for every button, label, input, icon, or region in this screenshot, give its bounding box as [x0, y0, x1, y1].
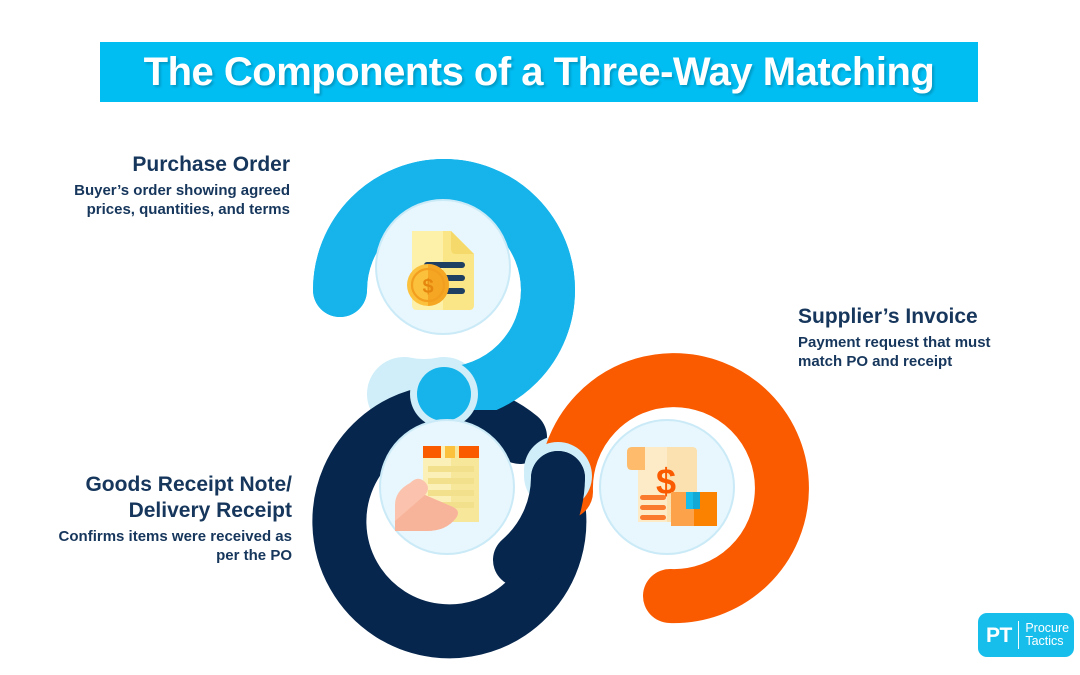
callout-suppliers-invoice-title: Supplier’s Invoice [798, 305, 978, 328]
suppliers-invoice-icon-group: $ [599, 419, 735, 555]
goods-receipt-icon-backdrop [379, 419, 515, 555]
navy-ring-arc [312, 384, 587, 659]
blue-ring [313, 159, 575, 421]
blue-navy-halo [367, 357, 481, 433]
callout-suppliers-invoice: Supplier’s Invoice Payment request that … [798, 304, 1068, 371]
page-title: The Components of a Three-Way Matching [143, 49, 935, 94]
logo-initials: PT [986, 623, 1012, 647]
invoice-with-package-icon: $ [627, 447, 717, 526]
callout-goods-receipt-note-title: Goods Receipt Note/ Delivery Receipt [85, 473, 292, 522]
logo-divider [1017, 621, 1020, 649]
navy-ring-end-cap [493, 442, 592, 587]
purchase-order-icon-group: $ [375, 199, 511, 335]
document-with-coin-icon: $ [407, 231, 474, 310]
title-banner: The Components of a Three-Way Matching [100, 42, 978, 102]
goods-receipt-icon-group [379, 419, 515, 555]
blue-ring-arc [313, 159, 575, 421]
purchase-order-icon-backdrop [375, 199, 511, 335]
callout-goods-receipt-note: Goods Receipt Note/ Delivery Receipt Con… [0, 472, 292, 565]
navy-ring [312, 384, 587, 659]
orange-ring-arc [538, 353, 809, 624]
procure-tactics-logo[interactable]: PT Procure Tactics [978, 613, 1074, 657]
callout-purchase-order: Purchase Order Buyer’s order showing agr… [0, 152, 290, 219]
callout-purchase-order-title: Purchase Order [132, 153, 290, 176]
callout-suppliers-invoice-description: Payment request that must match PO and r… [798, 334, 991, 370]
orange-ring [538, 353, 809, 624]
suppliers-invoice-icon-backdrop [599, 419, 735, 555]
svg-text:$: $ [656, 461, 676, 502]
callout-purchase-order-description: Buyer’s order showing agreed prices, qua… [74, 182, 290, 218]
blue-ring-tail-overlap [313, 159, 575, 410]
callout-goods-receipt-note-description: Confirms items were received as per the … [58, 528, 292, 564]
logo-wordmark: Procure Tactics [1025, 620, 1070, 648]
hand-holding-receipt-icon [395, 446, 479, 531]
svg-text:$: $ [422, 276, 433, 298]
blue-ring-end-cap [410, 360, 478, 428]
navy-orange-halo [524, 436, 592, 504]
